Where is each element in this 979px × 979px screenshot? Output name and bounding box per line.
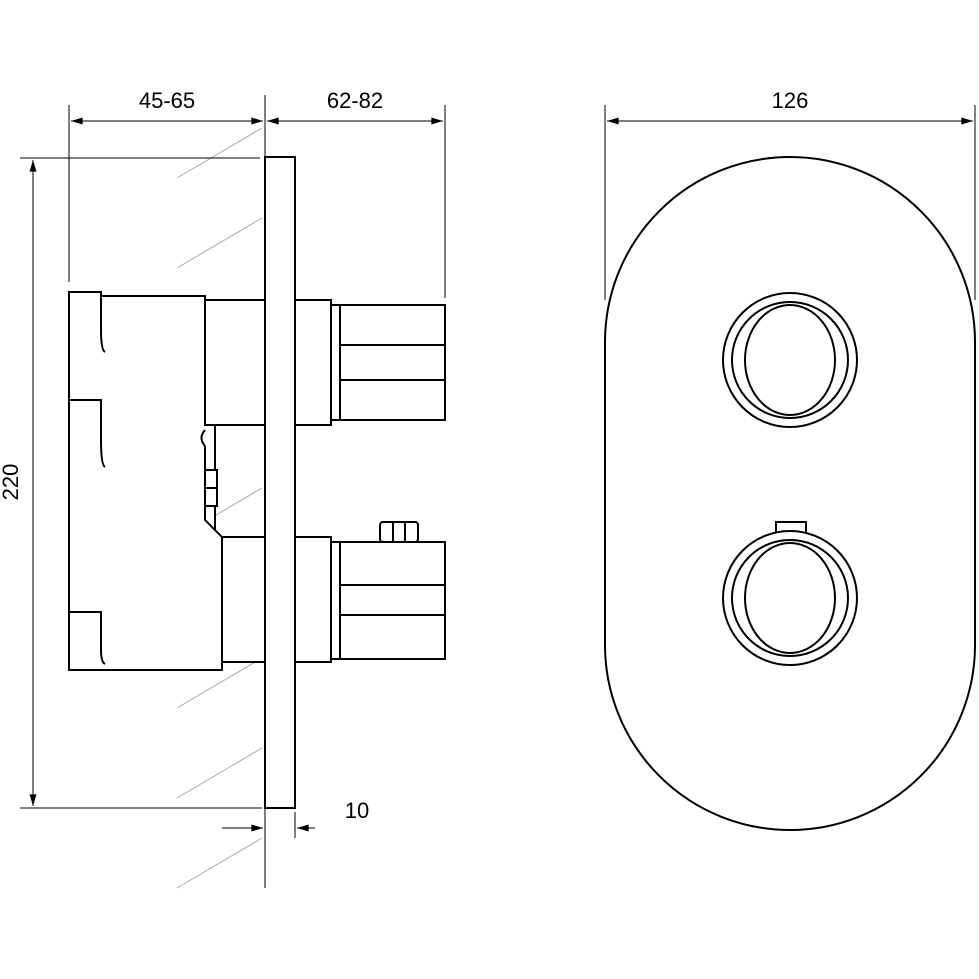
oval-cover-plate bbox=[604, 156, 976, 831]
bottom-knob[interactable] bbox=[722, 521, 858, 666]
valve-body bbox=[68, 291, 223, 671]
dim-plate-width-label: 126 bbox=[772, 88, 809, 113]
cover-plate-side bbox=[264, 156, 296, 809]
bottom-spindle bbox=[221, 521, 446, 663]
front-view bbox=[604, 105, 976, 831]
dim-wall-depth-label: 45-65 bbox=[139, 88, 195, 113]
top-knob[interactable] bbox=[722, 292, 858, 428]
dim-plate-height-label: 220 bbox=[0, 464, 23, 501]
top-spindle bbox=[204, 299, 446, 426]
dim-plate-thickness-label: 10 bbox=[345, 798, 369, 823]
dim-projection-label: 62-82 bbox=[327, 88, 383, 113]
